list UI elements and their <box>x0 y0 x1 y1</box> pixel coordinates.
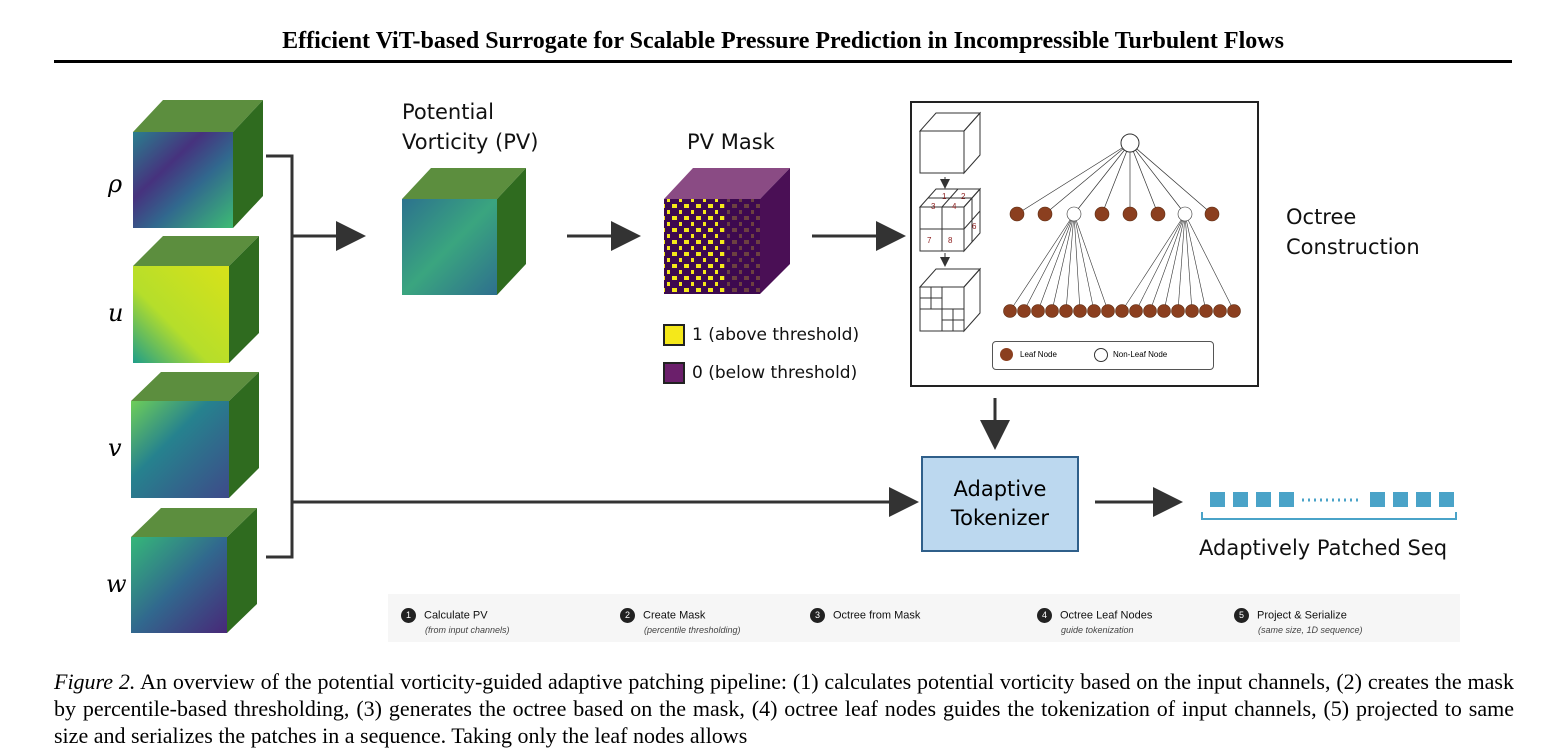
legend-nonleaf-label: Non-Leaf Node <box>1113 350 1168 359</box>
input-cube-w <box>131 508 257 633</box>
octree-diagram: 1 2 3 4 6 7 8 <box>918 111 1241 333</box>
cube-num-3: 3 <box>931 202 936 211</box>
octree-legend: Leaf Node Non-Leaf Node <box>992 341 1214 370</box>
cube-num-8: 8 <box>948 236 953 245</box>
level2-leaf-nodes <box>1003 304 1241 318</box>
steps-bar <box>388 594 1460 642</box>
legend-zero-label: 0 (below threshold) <box>692 363 858 383</box>
pv-cube <box>402 168 526 295</box>
non-leaf-node-icon <box>1094 348 1108 362</box>
paper-header: Efficient ViT-based Surrogate for Scalab… <box>282 28 1284 54</box>
mask-cube <box>664 168 790 294</box>
step-1-title: Calculate PV <box>424 609 488 622</box>
token-sequence <box>1201 492 1457 520</box>
step-1-number: 1 <box>401 608 416 623</box>
level1-nodes <box>1009 206 1220 222</box>
sequence-label: Adaptively Patched Seq <box>1199 536 1448 560</box>
cube-num-1: 1 <box>942 192 947 201</box>
step-5-sub: (same size, 1D sequence) <box>1258 625 1363 635</box>
step-2-number: 2 <box>620 608 635 623</box>
step-4-sub: guide tokenization <box>1061 625 1134 635</box>
label-u: u <box>108 299 124 327</box>
leaf-node-icon <box>1000 348 1013 361</box>
tokenizer-line1: Adaptive <box>953 477 1047 501</box>
step-4-number: 4 <box>1037 608 1052 623</box>
adaptive-tokenizer-box: Adaptive Tokenizer <box>921 456 1079 552</box>
legend-leaf-label: Leaf Node <box>1020 350 1057 359</box>
step-2-title: Create Mask <box>643 609 706 622</box>
input-bracket <box>266 154 294 559</box>
caption-label: Figure 2. <box>54 669 136 694</box>
octree-title-line1: Octree <box>1286 205 1357 229</box>
pv-title-line2: Vorticity (PV) <box>402 130 539 154</box>
cube-num-2: 2 <box>961 192 966 201</box>
label-v: v <box>108 434 122 462</box>
figure-caption: Figure 2. An overview of the potential v… <box>54 668 1514 749</box>
octree-cube-refined <box>918 267 982 333</box>
caption-text: An overview of the potential vorticity-g… <box>54 669 1514 748</box>
input-cube-v <box>131 372 259 498</box>
step-2: 2 Create Mask (percentile thresholding) <box>620 608 741 635</box>
step-2-sub: (percentile thresholding) <box>644 625 741 635</box>
octree-subtree-lines <box>1009 213 1235 312</box>
input-cube-rho <box>133 100 263 228</box>
octree-title-line2: Construction <box>1286 235 1420 259</box>
legend-swatch-one <box>663 324 685 346</box>
step-5: 5 Project & Serialize (same size, 1D sequ… <box>1234 608 1363 635</box>
legend-one-label: 1 (above threshold) <box>692 325 860 345</box>
cube-num-4: 4 <box>952 202 957 211</box>
legend-swatch-zero <box>663 362 685 384</box>
step-1-sub: (from input channels) <box>425 625 510 635</box>
octree-panel: 1 2 3 4 6 7 8 <box>910 101 1259 387</box>
step-5-number: 5 <box>1234 608 1249 623</box>
cube-num-7: 7 <box>927 236 932 245</box>
step-4: 4 Octree Leaf Nodes guide tokenization <box>1037 608 1152 635</box>
octree-cube-full <box>918 111 982 175</box>
step-3-number: 3 <box>810 608 825 623</box>
label-w: w <box>106 570 127 598</box>
label-rho: ρ <box>108 170 123 198</box>
pv-title-line1: Potential <box>402 100 494 124</box>
step-3: 3 Octree from Mask <box>810 608 920 623</box>
step-1: 1 Calculate PV (from input channels) <box>401 608 510 635</box>
tokenizer-line2: Tokenizer <box>950 506 1050 530</box>
octree-cube-split <box>918 187 982 253</box>
step-3-title: Octree from Mask <box>833 609 921 622</box>
input-cube-u <box>133 236 259 363</box>
root-node <box>1120 133 1140 153</box>
octree-tree <box>1016 142 1213 215</box>
header-rule <box>54 60 1512 63</box>
mask-title: PV Mask <box>687 130 775 154</box>
step-5-title: Project & Serialize <box>1257 609 1347 622</box>
cube-num-6: 6 <box>972 222 977 231</box>
step-4-title: Octree Leaf Nodes <box>1060 609 1153 622</box>
